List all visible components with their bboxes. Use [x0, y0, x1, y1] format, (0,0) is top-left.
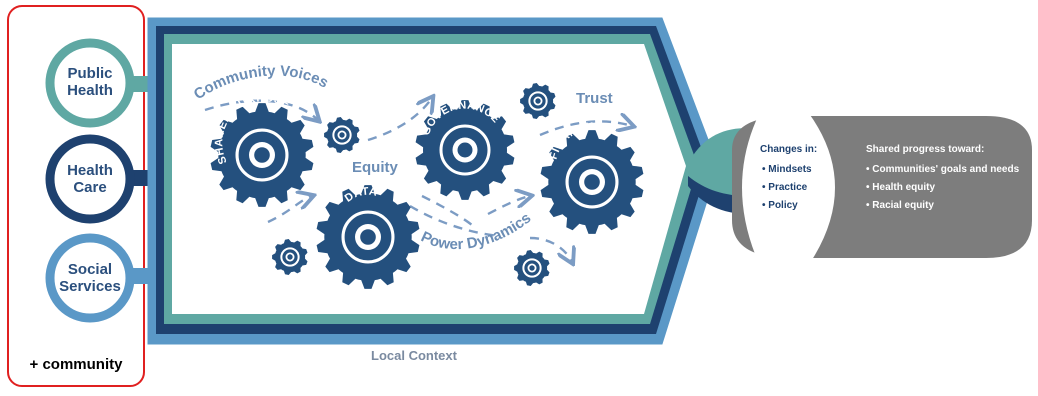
- label-equity: Equity: [352, 159, 398, 176]
- sector-label-health: Health: [67, 82, 113, 99]
- gear-small-2: [520, 83, 556, 119]
- gear-data: [316, 185, 420, 289]
- sector-health-care: [45, 134, 135, 224]
- gear-small-1: [324, 117, 360, 153]
- progress-heading: Shared progress toward:: [866, 144, 984, 155]
- gear-governance: [415, 100, 515, 200]
- sector-label-health-care-2: Care: [73, 179, 106, 196]
- changes-item-policy: • Policy: [762, 200, 798, 211]
- sector-label-public: Public: [67, 65, 112, 82]
- local-context-label: Local Context: [371, 348, 458, 363]
- progress-item-racial-equity: • Racial equity: [866, 200, 934, 211]
- sector-social-services: [45, 233, 135, 323]
- community-highlight-box: [7, 5, 145, 387]
- changes-heading: Changes in:: [760, 144, 817, 155]
- progress-item-health-equity: • Health equity: [866, 182, 936, 193]
- changes-item-mindsets: • Mindsets: [762, 164, 812, 175]
- changes-item-practice: • Practice: [762, 182, 808, 193]
- progress-item-communities: • Communities' goals and needs: [866, 164, 1020, 175]
- gear-small-4: [514, 250, 550, 286]
- flow-arrows: [204, 98, 632, 262]
- label-trust: Trust: [576, 90, 613, 107]
- changes-inner-panel: [742, 112, 835, 266]
- gear-small-3: [272, 239, 308, 275]
- gear-financing: [540, 130, 644, 234]
- gears-layer: [210, 83, 644, 289]
- gear-shared-purpose: [210, 103, 314, 207]
- sector-public-health: [45, 38, 135, 128]
- community-label: + community: [30, 356, 124, 373]
- sector-label-social: Social: [68, 261, 112, 278]
- sector-label-services: Services: [59, 278, 121, 295]
- sector-label-health-care-1: Health: [67, 162, 113, 179]
